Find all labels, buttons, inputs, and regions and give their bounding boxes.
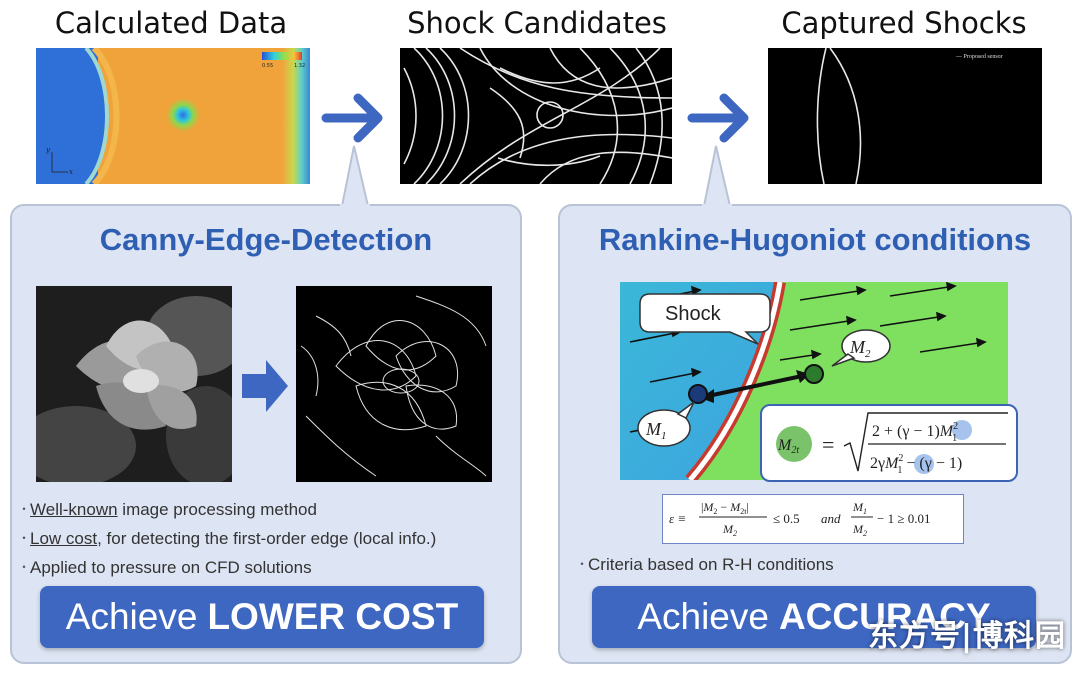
- right-arrow-icon: [321, 93, 383, 143]
- callout-pointer: [340, 145, 370, 208]
- bullet-text: Criteria based on R-H conditions: [588, 555, 834, 574]
- svg-text:M1: M1: [645, 419, 667, 442]
- svg-text:M2: M2: [849, 337, 871, 360]
- axis-y-label: y: [45, 146, 51, 154]
- m2t-sub: 2t: [791, 445, 799, 456]
- captured-shocks-image: --- Proposed sensor: [768, 48, 1042, 184]
- axis-x-label: x: [69, 168, 73, 176]
- svg-text:and: and: [821, 511, 841, 526]
- m1-label: M: [645, 419, 662, 439]
- captured-shocks-title: Captured Shocks: [781, 6, 1027, 40]
- achieve-bold: LOWER COST: [207, 596, 459, 637]
- colorbar-max: 1.32: [294, 63, 305, 69]
- svg-text:2 + (γ − 1)M21: 2 + (γ − 1)M21: [872, 421, 958, 444]
- bullet-text: Applied to pressure on CFD solutions: [30, 558, 312, 577]
- edge-detected-image: [296, 286, 492, 482]
- callout-pointer: [702, 145, 732, 208]
- bullet-item: ・Criteria based on R-H conditions: [576, 555, 834, 574]
- achieve-bold: ACCURACY: [778, 596, 991, 637]
- bullet-underlined: Well-known: [30, 500, 118, 519]
- colorbar-min: 0.55: [262, 63, 273, 69]
- right-block-arrow-icon: [242, 360, 288, 412]
- svg-text:|M2 − M2t|: |M2 − M2t|: [701, 500, 749, 516]
- svg-text:M2: M2: [722, 522, 737, 538]
- svg-text:− 1 ≥ 0.01: − 1 ≥ 0.01: [877, 511, 930, 526]
- m2-label: M: [849, 337, 866, 357]
- criteria-formula-box: ε ≡ |M2 − M2t| M2 ≤ 0.5 and M1 M2 − 1 ≥ …: [662, 494, 964, 544]
- bullet-item: ・Applied to pressure on CFD solutions: [18, 558, 312, 577]
- bullet-item: ・Low cost, for detecting the first-order…: [18, 529, 437, 548]
- calculated-data-image: 0.55 1.32 y x: [36, 48, 310, 184]
- m1-sub: 1: [661, 430, 667, 442]
- bullet-item: ・Well-known image processing method: [18, 500, 317, 519]
- canny-title: Canny-Edge-Detection: [99, 222, 433, 257]
- svg-text:ε ≡: ε ≡: [669, 511, 686, 526]
- bullet-text: , for detecting the first-order edge (lo…: [97, 529, 437, 548]
- shock-candidates-image: [400, 48, 672, 184]
- m2-sub: 2: [865, 348, 871, 360]
- svg-text:=: =: [822, 432, 834, 457]
- bullet-text: image processing method: [117, 500, 317, 519]
- grayscale-flower-image: [36, 286, 232, 482]
- watermark: 东方号|博科园: [868, 619, 1066, 654]
- captured-legend: --- Proposed sensor: [956, 54, 1003, 60]
- rankine-hugoniot-title: Rankine-Hugoniot conditions: [598, 222, 1032, 257]
- svg-text:M2t: M2t: [777, 437, 799, 456]
- canny-bullets: ・Well-known image processing method ・Low…: [18, 495, 518, 582]
- achieve-prefix: Achieve: [637, 596, 769, 637]
- calculated-data-title: Calculated Data: [54, 6, 288, 40]
- bullet-underlined: Low cost: [30, 529, 98, 548]
- shock-label: Shock: [665, 303, 722, 325]
- svg-text:M2: M2: [852, 522, 867, 538]
- achieve-prefix: Achieve: [65, 596, 198, 637]
- svg-text:≤ 0.5: ≤ 0.5: [773, 511, 800, 526]
- shock-candidates-title: Shock Candidates: [407, 6, 667, 40]
- m2t-label: M: [777, 437, 793, 454]
- svg-text:M1: M1: [852, 500, 867, 516]
- right-arrow-icon: [687, 93, 749, 143]
- rh-bullets: ・Criteria based on R-H conditions: [576, 550, 1056, 579]
